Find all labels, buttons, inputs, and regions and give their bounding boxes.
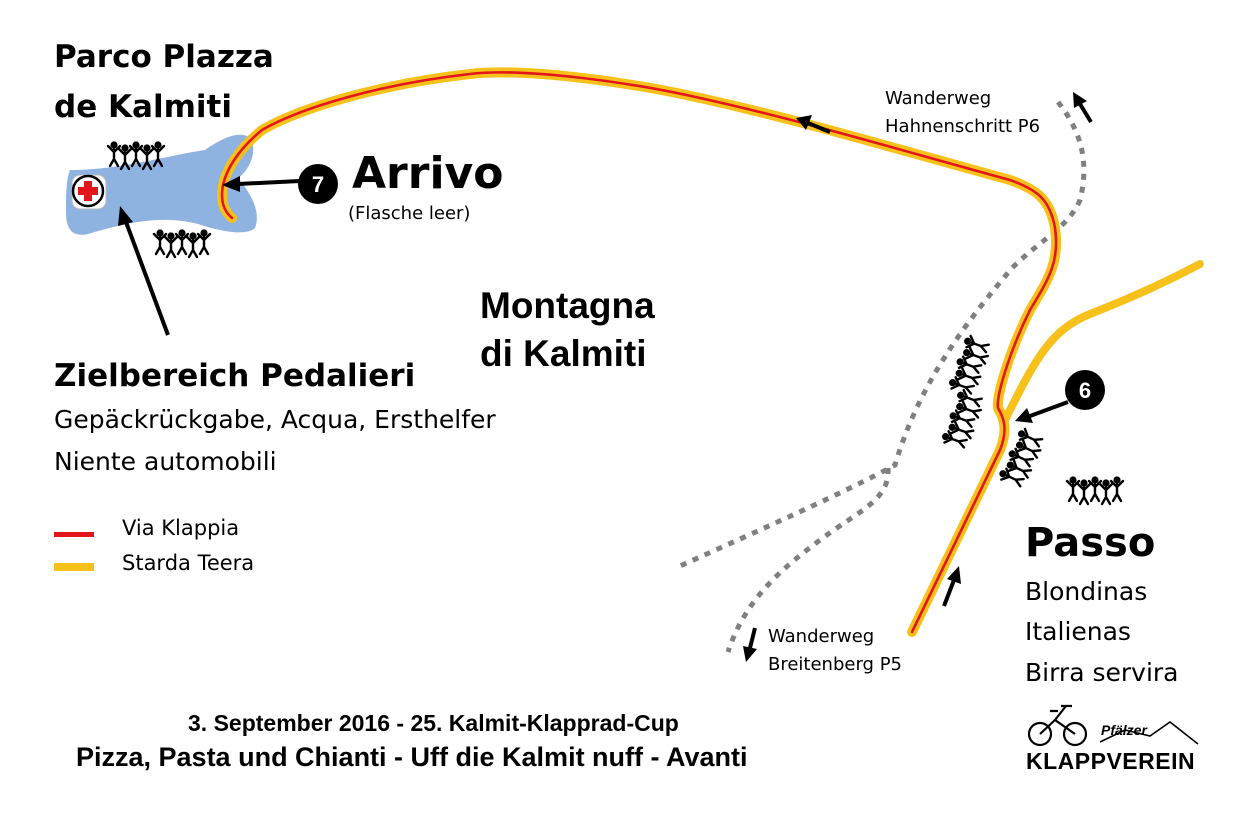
park-title: Parco Plazza de Kalmiti bbox=[54, 32, 274, 132]
direction-arrow-icon bbox=[796, 115, 831, 134]
finish-note: (Flasche leer) bbox=[348, 203, 471, 224]
trail-north bbox=[678, 100, 1087, 569]
park-lake bbox=[66, 134, 257, 235]
checkpoint-6-number: 6 bbox=[1079, 378, 1091, 403]
mountain-title: Montagna di Kalmiti bbox=[480, 282, 655, 378]
people-group-icon bbox=[940, 388, 985, 450]
trail-south-label-line2: Breitenberg P5 bbox=[768, 654, 903, 675]
trail-south bbox=[725, 467, 891, 653]
direction-arrow-icon bbox=[1073, 92, 1093, 124]
people-group-icon bbox=[1067, 476, 1123, 504]
finish-area-line2: Niente automobili bbox=[54, 447, 277, 476]
trail-south-label-line1: Wanderweg bbox=[768, 626, 875, 647]
mountain-title-line2: di Kalmiti bbox=[480, 333, 647, 374]
legend-label-via-klappia: Via Klappia bbox=[122, 516, 240, 540]
finish-area-line1: Gepäckrückgabe, Acqua, Ersthelfer bbox=[54, 405, 496, 434]
pass-line3: Birra servira bbox=[1025, 658, 1179, 687]
pass-title: Passo bbox=[1025, 520, 1156, 566]
checkpoint-7-number: 7 bbox=[312, 172, 324, 197]
people-group-icon bbox=[947, 334, 992, 396]
pass-line2: Italienas bbox=[1025, 617, 1131, 646]
direction-arrow-icon bbox=[743, 627, 757, 662]
road-starda-teera bbox=[1001, 260, 1204, 424]
road-via-klappia-center bbox=[220, 71, 1058, 634]
finish-label: Arrivo bbox=[352, 148, 504, 199]
bicycle-icon bbox=[1027, 704, 1088, 747]
legend-swatch-starda-teera bbox=[54, 563, 94, 571]
pass-line1: Blondinas bbox=[1025, 577, 1148, 606]
people-group-icon bbox=[154, 229, 210, 257]
park-title-line2: de Kalmiti bbox=[54, 89, 232, 125]
logo-subtitle: Pfälzer bbox=[1101, 722, 1147, 738]
mountain-icon bbox=[1099, 721, 1199, 745]
checkpoint-6-marker: 6 bbox=[1065, 370, 1105, 410]
trail-north-label-line1: Wanderweg bbox=[885, 88, 992, 109]
logo-name: KLAPPVEREIN bbox=[1026, 748, 1196, 774]
legend-swatch-via-klappia bbox=[54, 532, 94, 537]
direction-arrow-icon bbox=[942, 566, 961, 607]
direction-arrow-icon bbox=[118, 206, 170, 336]
legend-label-starda-teera: Starda Teera bbox=[122, 551, 255, 575]
mountain-title-line1: Montagna bbox=[480, 285, 655, 326]
checkpoint-7-marker: 7 bbox=[298, 164, 338, 204]
park-title-line1: Parco Plazza bbox=[54, 39, 274, 75]
direction-arrow-icon bbox=[1015, 400, 1069, 423]
footer-date-line: 3. September 2016 - 25. Kalmit-Klapprad-… bbox=[188, 710, 679, 736]
direction-arrow-icon bbox=[222, 176, 301, 192]
footer-slogan-line: Pizza, Pasta und Chianti - Uff die Kalmi… bbox=[76, 742, 748, 772]
trail-north-label-line2: Hahnenschritt P6 bbox=[885, 116, 1041, 137]
first-aid-cross-icon bbox=[71, 174, 107, 210]
finish-area-title: Zielbereich Pedalieri bbox=[54, 358, 416, 394]
